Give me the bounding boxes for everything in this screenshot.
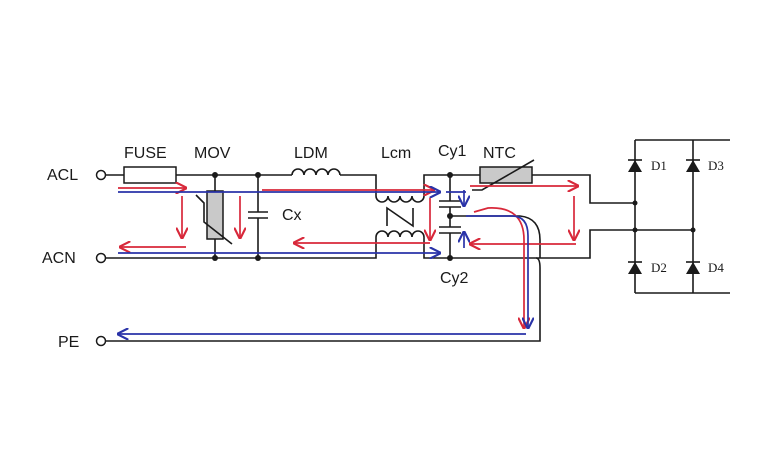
lcm-common-mode-choke <box>375 186 425 247</box>
pe-label: PE <box>58 334 79 351</box>
acl-terminal <box>95 169 107 181</box>
junction-dots <box>212 172 696 261</box>
diode-d1 <box>628 159 642 172</box>
cx-label: Cx <box>282 207 302 224</box>
diode-d2 <box>628 261 642 274</box>
cx-capacitor <box>248 211 268 219</box>
common-mode-current-path <box>118 190 528 334</box>
component-labels: ACL ACN PE FUSE MOV LDM Lcm Cy1 NTC Cx C… <box>42 143 724 351</box>
fuse <box>123 166 177 184</box>
cy2-label: Cy2 <box>440 270 469 287</box>
lcm-label: Lcm <box>381 145 411 162</box>
pe-terminal <box>95 335 107 347</box>
d1-label: D1 <box>651 158 667 173</box>
cy1-label: Cy1 <box>438 143 467 160</box>
cy1-capacitor <box>439 200 461 208</box>
mov-varistor <box>195 190 233 245</box>
d2-label: D2 <box>651 260 667 275</box>
acn-terminal <box>95 252 107 264</box>
cy2-capacitor <box>439 226 461 234</box>
fuse-label: FUSE <box>124 145 167 162</box>
acl-label: ACL <box>47 167 78 184</box>
mov-label: MOV <box>194 145 231 162</box>
d3-label: D3 <box>708 158 724 173</box>
diode-d3 <box>686 159 700 172</box>
ntc-thermistor <box>472 159 535 191</box>
differential-mode-current-path <box>118 186 578 328</box>
ntc-label: NTC <box>483 145 516 162</box>
d4-label: D4 <box>708 260 724 275</box>
ldm-inductor <box>291 168 341 176</box>
acn-label: ACN <box>42 250 76 267</box>
diode-d4 <box>686 261 700 274</box>
ldm-label: LDM <box>294 145 328 162</box>
